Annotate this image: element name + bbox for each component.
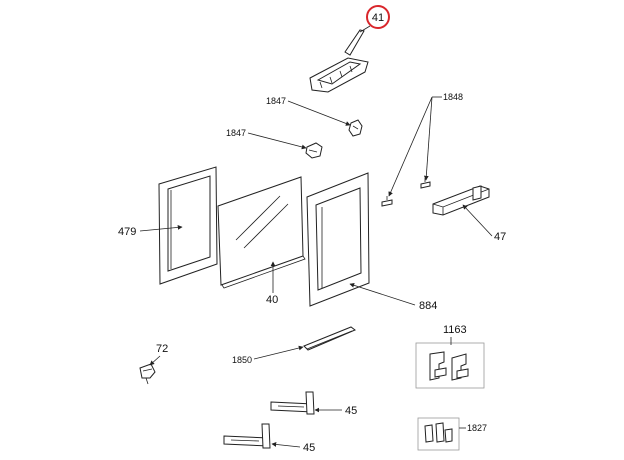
part-1163-hinge-brackets[interactable] bbox=[415, 342, 485, 389]
part-1163-box bbox=[415, 342, 485, 389]
highlight-circle bbox=[366, 5, 390, 29]
part-1847-lower-clip[interactable] bbox=[305, 142, 323, 159]
part-72-clip[interactable] bbox=[139, 363, 156, 385]
part-884-outer-door[interactable] bbox=[306, 172, 370, 307]
part-41-callout[interactable]: 41 bbox=[366, 5, 390, 29]
part-45-lower-hinge[interactable] bbox=[223, 423, 271, 449]
label-45-upper: 45 bbox=[345, 405, 357, 417]
label-1848: 1848 bbox=[443, 92, 463, 102]
label-479: 479 bbox=[118, 226, 136, 238]
label-47: 47 bbox=[494, 231, 506, 243]
label-41: 41 bbox=[372, 12, 384, 24]
part-1827-fasteners[interactable] bbox=[417, 417, 460, 451]
part-40-glass-pane[interactable] bbox=[217, 176, 306, 289]
part-479-inner-frame[interactable] bbox=[158, 166, 218, 285]
label-1847-lower: 1847 bbox=[226, 128, 246, 138]
part-1848-screws[interactable] bbox=[381, 178, 431, 207]
part-1847-upper-clip[interactable] bbox=[348, 119, 363, 137]
label-1827: 1827 bbox=[467, 423, 487, 433]
part-47-side-bar[interactable] bbox=[432, 185, 490, 216]
part-1850-seal[interactable] bbox=[303, 326, 356, 351]
label-884: 884 bbox=[419, 300, 437, 312]
label-1847-upper: 1847 bbox=[266, 96, 286, 106]
label-1850: 1850 bbox=[232, 355, 252, 365]
part-45-upper-hinge[interactable] bbox=[270, 391, 315, 415]
part-41-top-bracket[interactable] bbox=[309, 29, 369, 93]
label-1163: 1163 bbox=[443, 324, 467, 336]
label-72: 72 bbox=[156, 343, 168, 355]
label-40: 40 bbox=[266, 294, 278, 306]
label-45-lower: 45 bbox=[303, 442, 315, 454]
